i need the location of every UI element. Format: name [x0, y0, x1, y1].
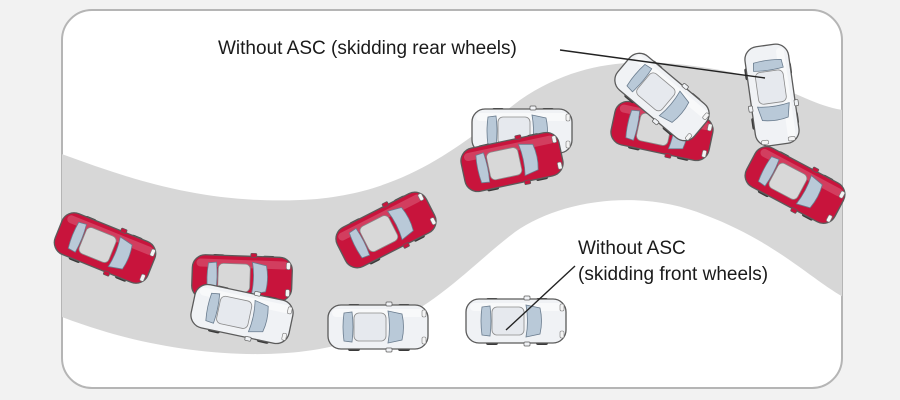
car-white-6 [471, 105, 573, 157]
car-white-4 [327, 301, 429, 353]
cars [53, 43, 846, 353]
car-red-1 [53, 212, 157, 284]
front-skid-label-line2: (skidding front wheels) [578, 264, 768, 285]
car-white-3 [190, 283, 294, 345]
car-red-5 [335, 191, 437, 269]
car-white-11 [744, 43, 800, 147]
rear-leader-line [559, 49, 766, 79]
front-skid-label-line1: Without ASC [578, 238, 686, 259]
car-red-7 [460, 131, 564, 193]
car-red-12 [744, 146, 846, 224]
car-white-10 [614, 52, 710, 142]
front-leader-line [505, 265, 576, 331]
rear-skid-label: Without ASC (skidding rear wheels) [218, 38, 517, 59]
